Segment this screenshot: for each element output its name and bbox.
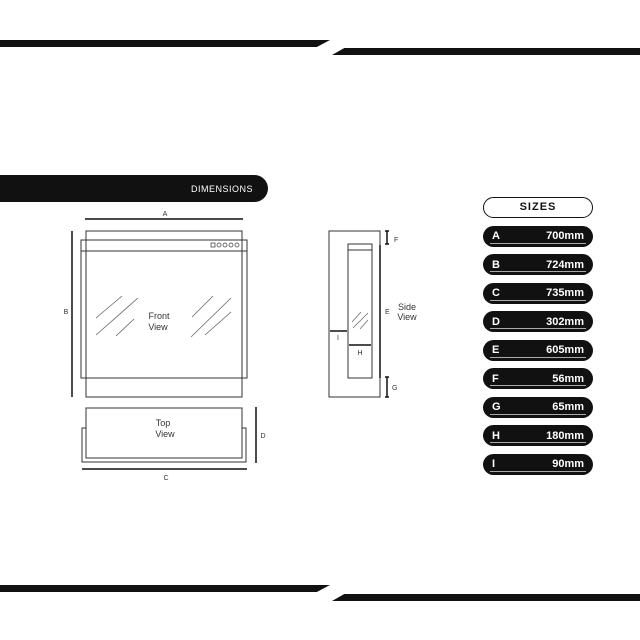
dimension-f: F xyxy=(385,230,398,245)
glass-reflection-icon xyxy=(351,311,369,330)
dimension-d: D xyxy=(255,407,266,463)
size-key: A xyxy=(492,230,500,242)
size-key: D xyxy=(492,315,500,328)
size-row-e: E 605mm xyxy=(483,339,593,361)
svg-text:H: H xyxy=(357,350,362,357)
size-key: G xyxy=(492,401,501,413)
side-view-label-2: View xyxy=(397,312,417,322)
top-view-label-1: Top xyxy=(156,418,171,428)
size-value: 735mm xyxy=(546,287,584,299)
svg-text:C: C xyxy=(163,475,168,482)
dimension-a: A xyxy=(85,211,243,220)
front-view: Front View xyxy=(80,230,248,398)
size-key: I xyxy=(492,458,496,470)
svg-text:F: F xyxy=(394,237,398,244)
dimension-h: H xyxy=(349,344,371,357)
dimension-c: C xyxy=(82,468,247,482)
svg-text:G: G xyxy=(392,385,397,392)
bottom-band-right xyxy=(332,594,640,601)
size-key: H xyxy=(492,429,500,442)
sizes-title: SIZES xyxy=(483,197,593,218)
glass-reflection-icon xyxy=(95,295,232,338)
svg-text:A: A xyxy=(163,211,168,218)
svg-text:B: B xyxy=(64,309,69,316)
size-row-b: B 724mm xyxy=(483,254,593,275)
svg-text:E: E xyxy=(385,309,390,316)
svg-text:D: D xyxy=(260,433,265,440)
side-view-label-1: Side xyxy=(398,302,416,312)
size-key: B xyxy=(492,258,500,271)
size-value: 90mm xyxy=(552,458,584,470)
dimensions-banner: DIMENSIONS xyxy=(0,175,268,202)
dimension-i: I xyxy=(330,330,347,342)
control-buttons-icon xyxy=(210,242,240,248)
size-value: 180mm xyxy=(546,429,584,442)
size-row-d: D 302mm xyxy=(483,311,593,332)
size-value: 724mm xyxy=(546,258,584,271)
dimension-e: E xyxy=(379,245,390,378)
size-row-c: C 735mm xyxy=(483,282,593,304)
front-view-label-2: View xyxy=(148,322,168,332)
size-key: C xyxy=(492,287,500,299)
size-value: 56mm xyxy=(552,372,584,385)
dimension-b: B xyxy=(64,231,73,397)
bottom-band-left xyxy=(0,585,330,592)
size-value: 605mm xyxy=(546,344,584,356)
top-view: for(let i=0;i<27;i++){document.write('')… xyxy=(81,407,247,463)
size-key: F xyxy=(492,372,499,385)
size-key: E xyxy=(492,344,500,356)
size-value: 700mm xyxy=(546,230,584,242)
side-view: Side View xyxy=(328,230,417,398)
top-band-right xyxy=(332,48,640,55)
size-row-h: H 180mm xyxy=(483,425,593,446)
top-band-left xyxy=(0,40,330,47)
top-view-label-2: View xyxy=(155,429,175,439)
dimension-g: G xyxy=(385,376,397,398)
svg-text:I: I xyxy=(337,335,339,342)
size-row-a: A 700mm xyxy=(483,225,593,247)
size-row-i: I 90mm xyxy=(483,453,593,475)
size-row-g: G 65mm xyxy=(483,396,593,418)
dimensions-title: DIMENSIONS xyxy=(190,183,253,194)
size-value: 65mm xyxy=(552,401,584,413)
size-value: 302mm xyxy=(546,315,584,328)
front-view-label-1: Front xyxy=(148,311,170,321)
size-row-f: F 56mm xyxy=(483,368,593,389)
